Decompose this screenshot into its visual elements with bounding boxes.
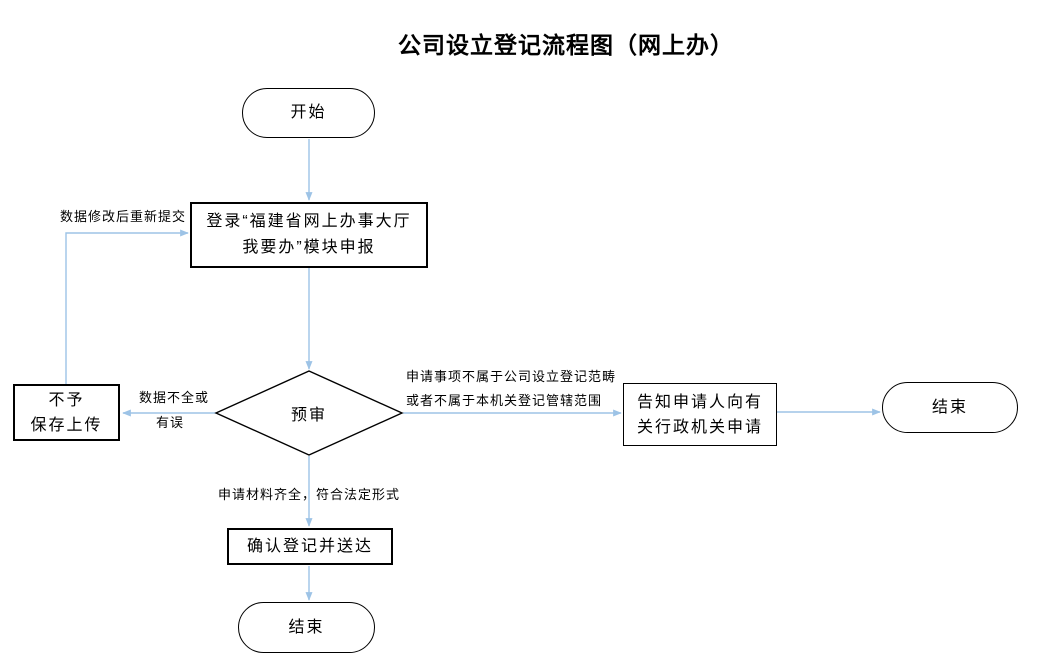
no-save-upload-node: 不予 保存上传 <box>13 384 120 441</box>
edge-nosave-to-login-loop <box>65 229 189 384</box>
end-bottom-node-label: 结束 <box>288 618 325 636</box>
page-title: 公司设立登记流程图（网上办） <box>398 32 734 58</box>
login-process-node: 登录“福建省网上办事大厅 我要办”模块申报 <box>190 202 428 268</box>
no-save-upload-line1: 不予 <box>48 391 85 409</box>
notify-applicant-node: 告知申请人向有 关行政机关申请 <box>623 383 777 446</box>
edge-label-complete: 申请材料齐全，符合法定形式 <box>218 487 401 502</box>
review-decision-text: 预审 <box>290 407 327 424</box>
no-save-upload-line2: 保存上传 <box>30 416 103 434</box>
edge-label-incomplete-line2: 有误 <box>156 415 185 430</box>
edge-label-resubmit: 数据修改后重新提交 <box>60 209 187 224</box>
notify-applicant-line2: 关行政机关申请 <box>636 418 763 436</box>
end-bottom-node: 结束 <box>238 602 375 653</box>
review-decision-label: 预审 <box>216 371 402 455</box>
end-right-node-label: 结束 <box>931 398 968 416</box>
login-process-line2: 我要办”模块申报 <box>242 239 376 256</box>
login-process-line1: 登录“福建省网上办事大厅 <box>206 213 412 230</box>
edge-label-incomplete-line1: 数据不全或 <box>139 390 210 405</box>
start-node-label: 开始 <box>290 104 327 121</box>
confirm-register-label: 确认登记并送达 <box>246 537 373 555</box>
end-right-node: 结束 <box>882 382 1018 433</box>
start-node: 开始 <box>242 88 375 138</box>
edge-label-out-of-scope-line2: 或者不属于本机关登记管辖范围 <box>406 393 603 408</box>
decision-diamond <box>214 370 404 456</box>
edge-label-out-of-scope-line1: 申请事项不属于公司设立登记范畴 <box>406 369 617 384</box>
confirm-register-node: 确认登记并送达 <box>227 528 393 565</box>
notify-applicant-line1: 告知申请人向有 <box>636 393 763 411</box>
